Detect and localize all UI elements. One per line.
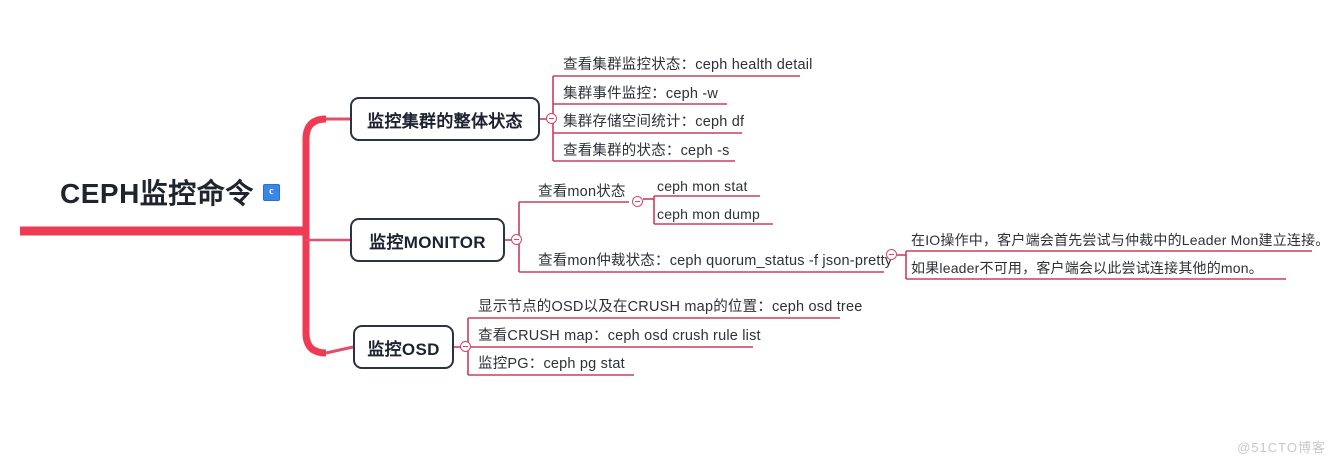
leaf-cluster-health-detail[interactable]: 查看集群监控状态：ceph health detail [563, 57, 813, 73]
leaf-quorum-note-fallback[interactable]: 如果leader不可用，客户端会以此尝试连接其他的mon。 [911, 260, 1263, 276]
leaf-osd-pg-stat[interactable]: 监控PG：ceph pg stat [478, 356, 625, 372]
leaf-monitor-mon-status[interactable]: 查看mon状态 [538, 184, 626, 200]
leaf-quorum-note-leader[interactable]: 在IO操作中，客户端会首先尝试与仲裁中的Leader Mon建立连接。 [911, 232, 1330, 248]
root-node[interactable]: CEPH监控命令 c [60, 172, 280, 212]
leaf-osd-crush-map[interactable]: 查看CRUSH map：ceph osd crush rule list [478, 328, 761, 344]
leaf-ceph-mon-stat[interactable]: ceph mon stat [657, 178, 748, 194]
branch-node-osd[interactable]: 监控OSD [353, 325, 454, 369]
root-label: CEPH监控命令 [60, 178, 254, 209]
collapse-toggle-mon-status[interactable] [632, 196, 643, 207]
leaf-osd-tree[interactable]: 显示节点的OSD以及在CRUSH map的位置：ceph osd tree [478, 299, 863, 315]
leaf-cluster-status[interactable]: 查看集群的状态：ceph -s [563, 143, 730, 159]
leaf-cluster-events[interactable]: 集群事件监控：ceph -w [563, 86, 719, 102]
collapse-toggle-monitor[interactable] [511, 234, 522, 245]
collapse-toggle-cluster[interactable] [546, 113, 557, 124]
leaf-cluster-df[interactable]: 集群存储空间统计：ceph df [563, 114, 745, 130]
branch-node-monitor[interactable]: 监控MONITOR [350, 218, 505, 262]
collapse-toggle-osd[interactable] [460, 341, 471, 352]
collapse-toggle-quorum[interactable] [886, 249, 897, 260]
branch-label-monitor: 监控MONITOR [369, 232, 486, 252]
leaf-monitor-quorum-status[interactable]: 查看mon仲裁状态：ceph quorum_status -f json-pre… [538, 253, 893, 269]
leaf-ceph-mon-dump[interactable]: ceph mon dump [657, 206, 760, 222]
branch-label-osd: 监控OSD [367, 339, 440, 359]
letter-c-badge-icon: c [262, 183, 280, 201]
watermark: @51CTO博客 [1237, 440, 1326, 455]
branch-label-cluster: 监控集群的整体状态 [367, 111, 523, 131]
branch-node-cluster[interactable]: 监控集群的整体状态 [350, 97, 540, 141]
